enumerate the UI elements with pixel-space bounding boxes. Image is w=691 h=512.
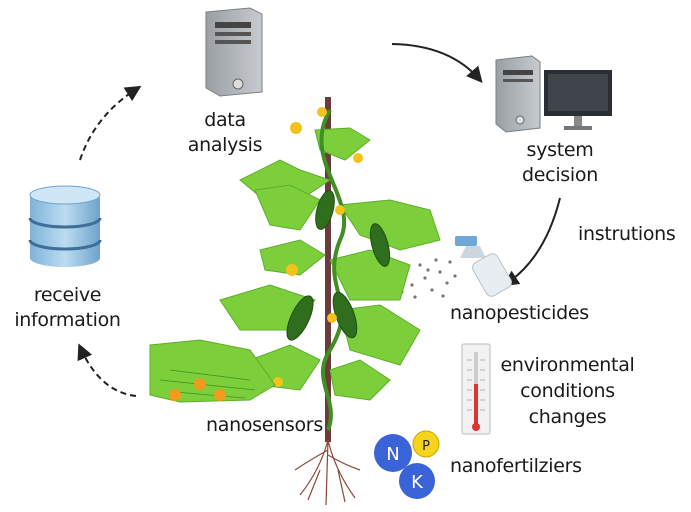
label-line: changes (528, 406, 607, 428)
label-line: receive (33, 284, 102, 306)
npk-k: K (411, 472, 424, 493)
thermometer-icon (461, 343, 491, 435)
label-environmental-conditions: environmental conditions changes (495, 352, 640, 430)
database-icon (28, 185, 102, 267)
label-nanofertilizers: nanofertilziers (450, 455, 582, 477)
arrow-to-receive-information (77, 343, 137, 397)
server-icon (205, 7, 263, 97)
npk-icon: N P K (374, 430, 440, 499)
label-line: environmental (500, 354, 635, 376)
label-nanopesticides: nanopesticides (450, 302, 589, 324)
label-system-decision: system decision (505, 138, 615, 188)
arrow-to-system-decision (391, 43, 483, 84)
label-line: decision (522, 164, 598, 186)
label-line: data (204, 109, 246, 131)
nanosensor-dot (214, 389, 226, 401)
flowers (273, 107, 363, 387)
npk-p: P (422, 439, 430, 454)
computer-icon (495, 55, 612, 133)
nanosensor-leaf (149, 339, 276, 403)
label-line: information (14, 309, 121, 331)
label-data-analysis: data analysis (170, 108, 280, 158)
label-line: conditions (520, 380, 615, 402)
label-receive-information: receive information (5, 283, 130, 333)
npk-n: N (386, 444, 399, 465)
plant-stake (325, 97, 331, 442)
arrow-instructions (502, 197, 561, 287)
nanosensor-dot (194, 378, 206, 390)
cucumber-plant (219, 97, 441, 506)
arrow-to-data-analysis (79, 85, 142, 161)
label-line: system (526, 139, 594, 161)
label-instructions: instrutions (578, 223, 676, 245)
roots (294, 439, 361, 506)
label-line: analysis (187, 134, 263, 156)
label-nanosensors: nanosensors (206, 414, 323, 436)
nanosensor-dot (169, 389, 181, 401)
spray-bottle-icon (455, 236, 512, 297)
